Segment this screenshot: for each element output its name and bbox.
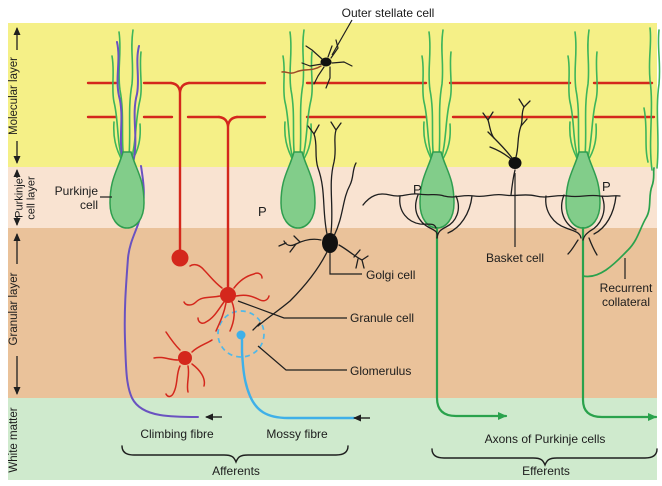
- granule-cell-2: [153, 331, 213, 398]
- purkinje-cell-label-line1: Purkinje: [54, 184, 98, 198]
- mossy-fibre-label: Mossy fibre: [266, 427, 328, 441]
- efferents-label: Efferents: [522, 464, 570, 478]
- outer-stellate-cell: [281, 39, 353, 89]
- recurrent-collateral: [582, 167, 655, 278]
- recurrent-collateral-label-line1: Recurrent: [599, 281, 653, 295]
- glomerulus-label: Glomerulus: [350, 364, 412, 378]
- purkinje-axons: [435, 167, 658, 421]
- purkinje-layer-label-line1: Purkinje: [13, 178, 26, 218]
- parallel-fibres: [86, 81, 656, 290]
- basket-cell-label: Basket cell: [485, 251, 545, 265]
- afferents-label: Afferents: [212, 464, 260, 478]
- purkinje-cell-bodies: [109, 151, 601, 229]
- efferents-brace: [431, 448, 658, 467]
- granule-cell-1: [183, 263, 270, 332]
- golgi-cell-label: Golgi cell: [366, 268, 416, 282]
- basket-cell: [362, 98, 621, 256]
- outer-stellate-cell-label: Outer stellate cell: [341, 6, 435, 20]
- climbing-fibre-label: Climbing fibre: [140, 427, 214, 441]
- p-marker-d: P: [602, 179, 611, 194]
- recurrent-collateral-label: Recurrent collateral: [600, 281, 653, 309]
- mossy-fibre: [236, 330, 356, 420]
- molecular-layer-label: Molecular layer: [8, 57, 20, 135]
- purkinje-dendritic-trees: [111, 27, 661, 171]
- granular-layer-label: Granular layer: [8, 272, 20, 346]
- purkinje-cell-layer-label: Purkinje cell layer: [13, 176, 38, 220]
- afferents-brace: [121, 445, 349, 464]
- climbing-fibre-terminal: [171, 249, 189, 267]
- golgi-cell: [252, 121, 369, 331]
- p-marker-c: P: [413, 182, 422, 197]
- purkinje-layer-label-line2: cell layer: [25, 176, 37, 220]
- granule-cell-label: Granule cell: [350, 311, 415, 325]
- purkinje-cell-label-line2: cell: [79, 198, 98, 212]
- glomerulus-circle: [217, 310, 265, 358]
- white-matter-label: White matter: [8, 407, 20, 473]
- purkinje-cell-label: Purkinje cell: [40, 184, 98, 212]
- label-leader-lines: [100, 19, 626, 371]
- recurrent-collateral-label-line2: collateral: [601, 295, 651, 309]
- axons-of-purkinje-cells-label: Axons of Purkinje cells: [484, 432, 606, 446]
- white-matter-band: [8, 398, 657, 480]
- p-marker-b: P: [258, 204, 267, 219]
- group-braces: [121, 445, 658, 467]
